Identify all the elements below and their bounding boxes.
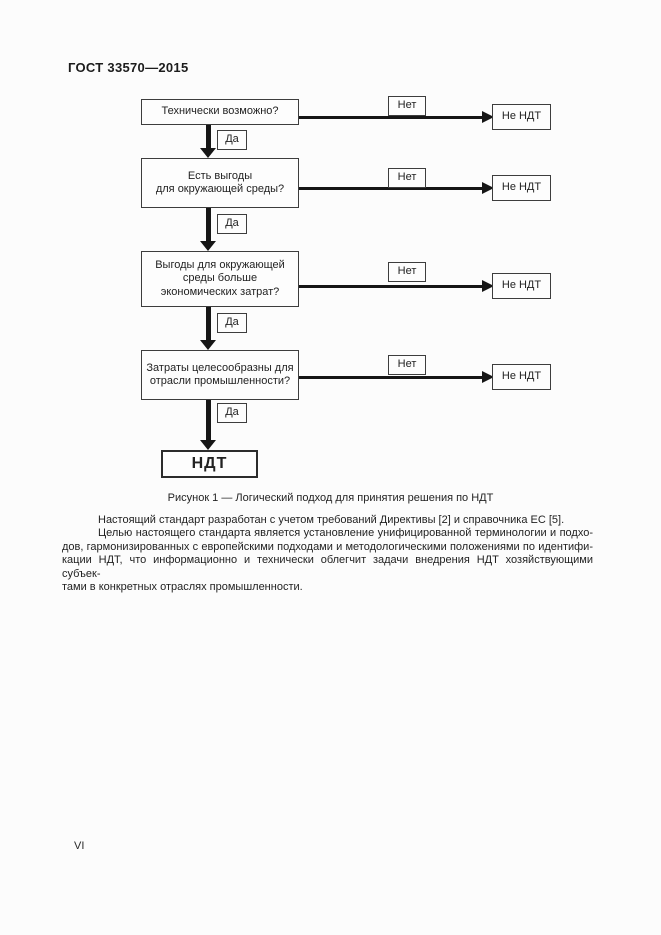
- no-label: Нет: [388, 355, 426, 375]
- arrow-down-icon: [200, 148, 216, 158]
- arrow-right-icon: [482, 280, 494, 292]
- decision-box-benefits-vs-costs: Выгоды для окружающей среды больше эконо…: [141, 251, 299, 307]
- yes-label: Да: [217, 214, 247, 234]
- not-bat-box: Не НДТ: [492, 175, 551, 201]
- body-text: Настоящий стандарт разработан с учетом т…: [62, 514, 593, 594]
- decision-box-environment-benefits: Есть выгоды для окружающей среды?: [141, 158, 299, 208]
- not-bat-box: Не НДТ: [492, 104, 551, 130]
- yes-branch-line: [206, 208, 211, 241]
- yes-branch-line: [206, 125, 211, 148]
- no-branch-line: [299, 187, 482, 190]
- arrow-right-icon: [482, 182, 494, 194]
- no-branch-line: [299, 285, 482, 288]
- arrow-down-icon: [200, 241, 216, 251]
- yes-branch-line: [206, 400, 211, 440]
- not-bat-box: Не НДТ: [492, 273, 551, 299]
- paragraph-line: кации НДТ, что информационно и техническ…: [62, 554, 593, 580]
- decision-box-costs-reasonable: Затраты целесообразны для отрасли промыш…: [141, 350, 299, 400]
- no-branch-line: [299, 116, 482, 119]
- not-bat-box: Не НДТ: [492, 364, 551, 390]
- result-box-ndt: НДТ: [161, 450, 258, 478]
- document-header: ГОСТ 33570—2015: [68, 60, 189, 75]
- yes-label: Да: [217, 313, 247, 333]
- no-label: Нет: [388, 168, 426, 188]
- arrow-right-icon: [482, 111, 494, 123]
- no-label: Нет: [388, 96, 426, 116]
- arrow-right-icon: [482, 371, 494, 383]
- paragraph-line: тами в конкретных отраслях промышленност…: [62, 581, 303, 594]
- paragraph-line: Настоящий стандарт разработан с учетом т…: [98, 514, 565, 526]
- paragraph-line: Целью настоящего стандарта является уста…: [98, 527, 593, 540]
- arrow-down-icon: [200, 440, 216, 450]
- paragraph-line: дов, гармонизированных с европейскими по…: [62, 540, 593, 553]
- page-number: VI: [74, 840, 85, 852]
- yes-label: Да: [217, 130, 247, 150]
- figure-caption: Рисунок 1 — Логический подход для принят…: [167, 492, 494, 504]
- arrow-down-icon: [200, 340, 216, 350]
- yes-branch-line: [206, 307, 211, 340]
- decision-box-technically-possible: Технически возможно?: [141, 99, 299, 125]
- yes-label: Да: [217, 403, 247, 423]
- no-branch-line: [299, 376, 482, 379]
- no-label: Нет: [388, 262, 426, 282]
